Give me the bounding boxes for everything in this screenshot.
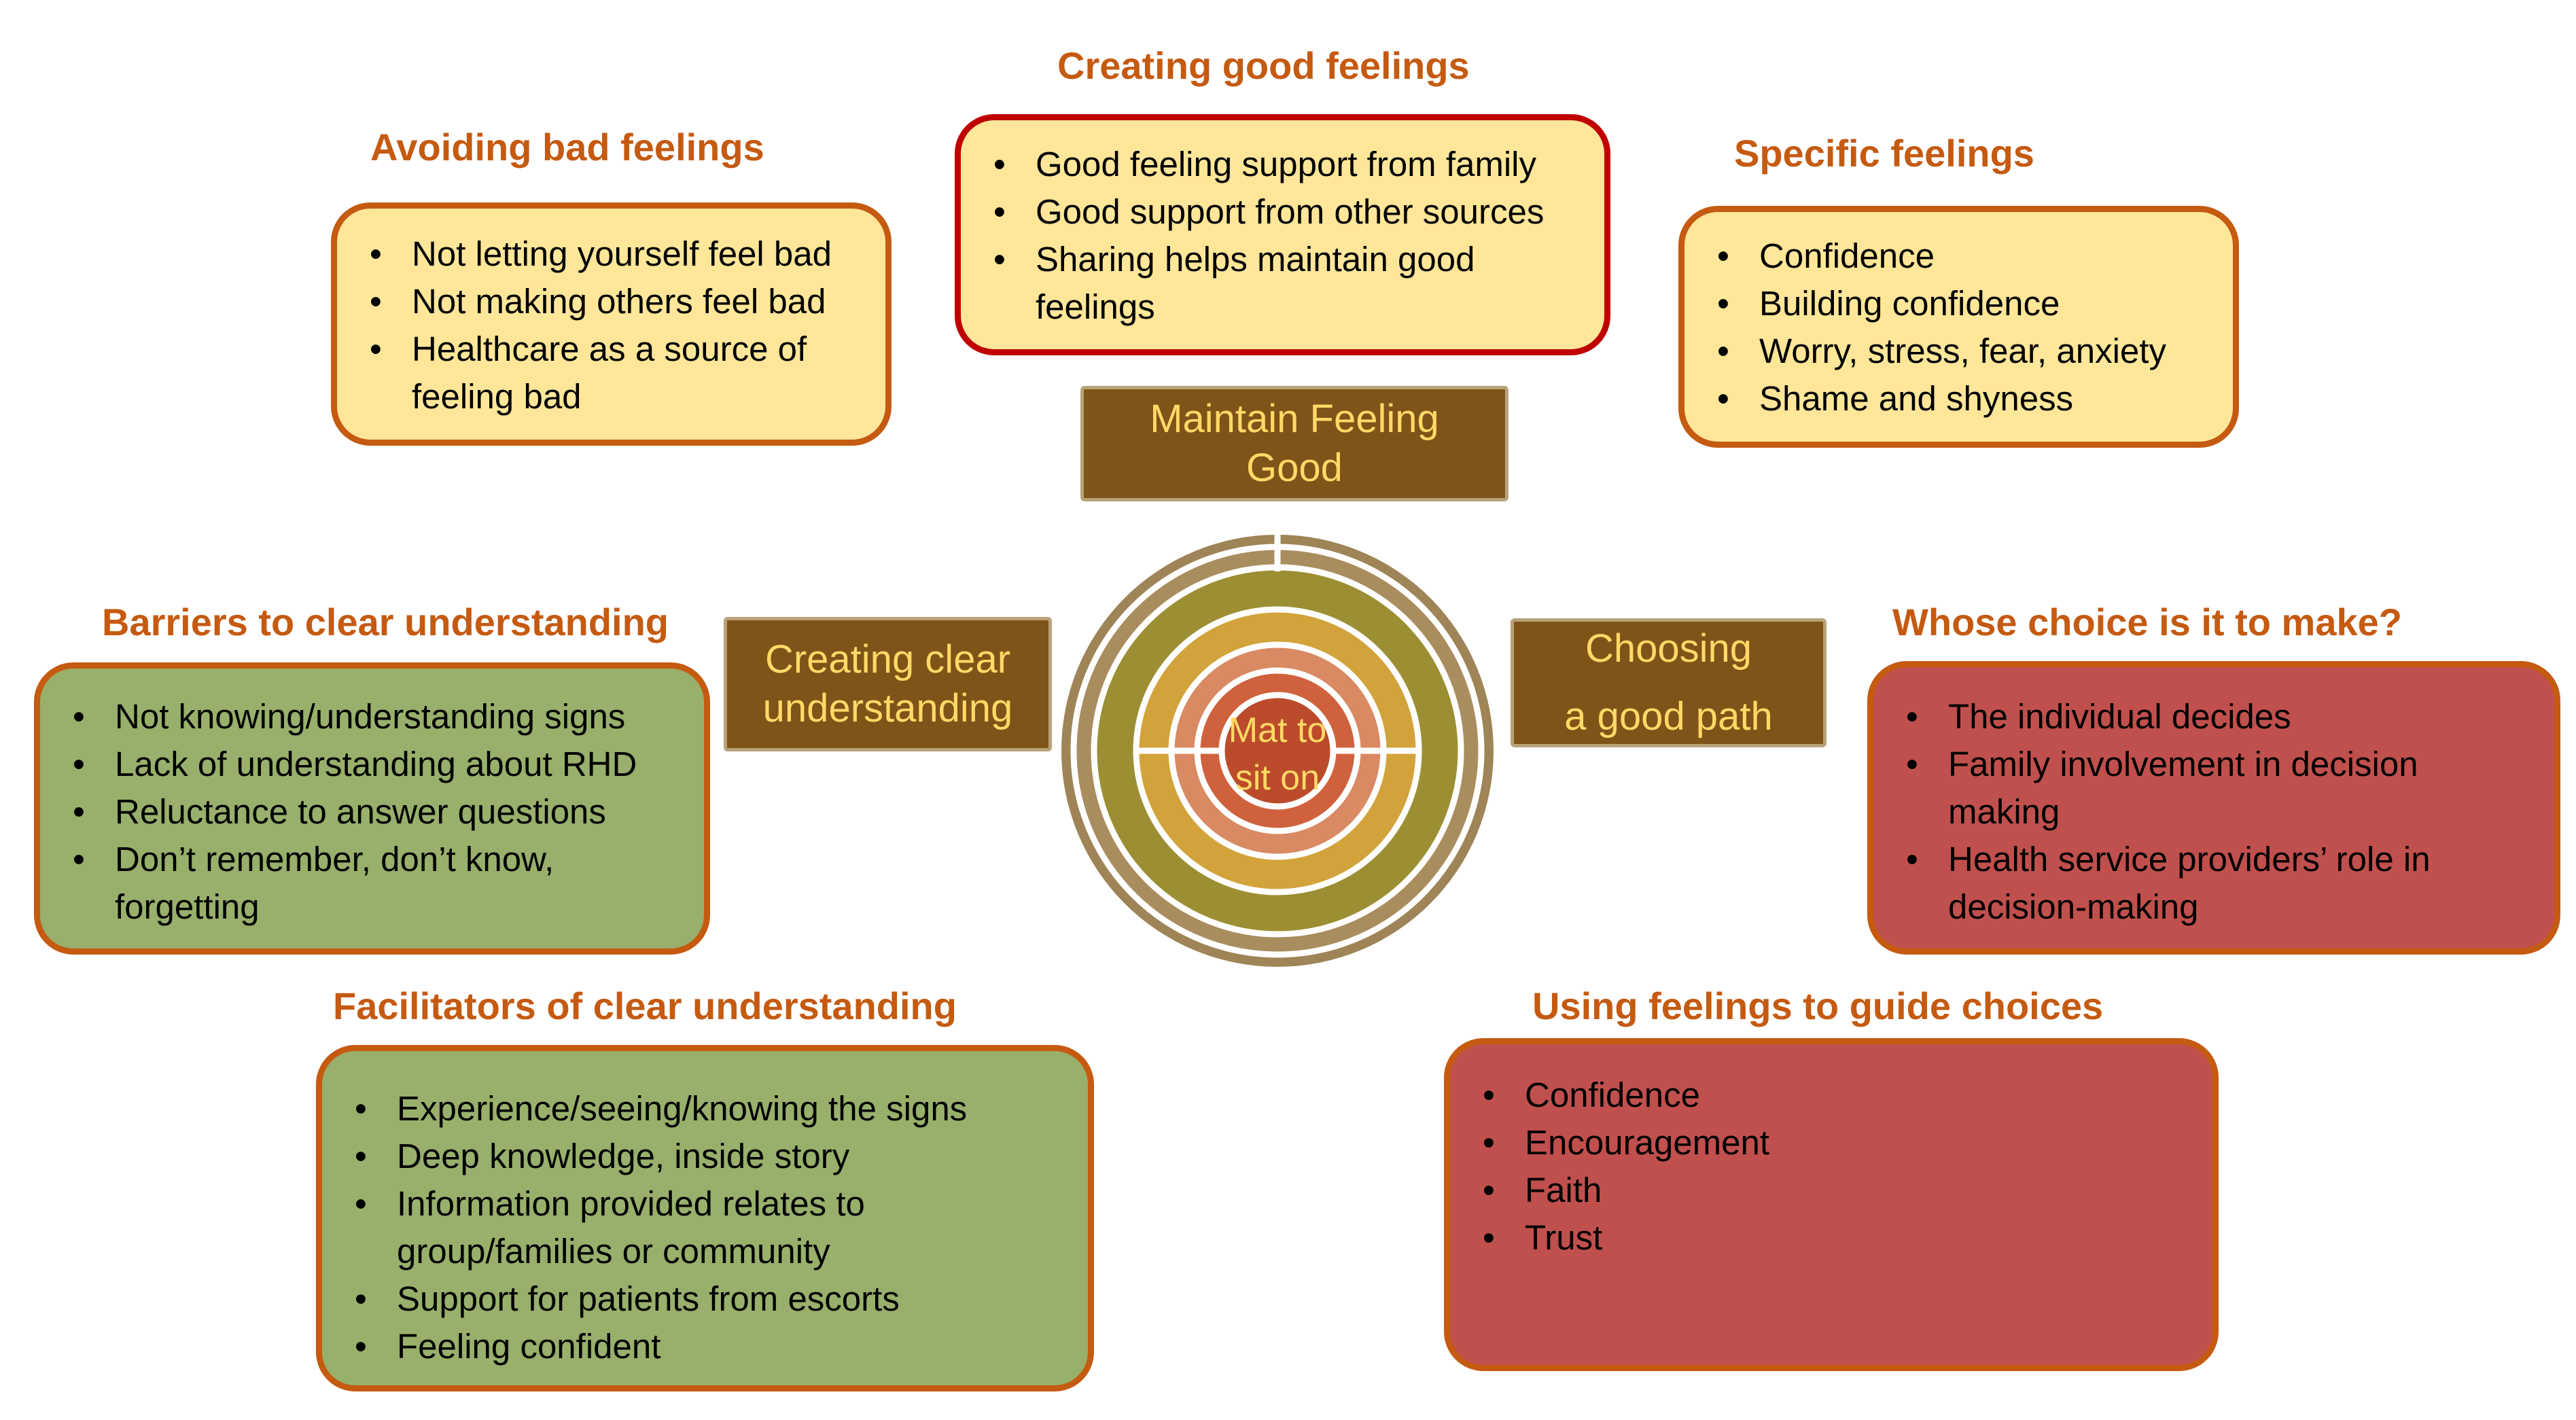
list-item: Deep knowledge, inside story [349,1133,1063,1180]
box-whose-choice: The individual decides Family involvemen… [1867,661,2560,955]
list-item: Shame and shyness [1712,375,2208,423]
list-facilitators: Experience/seeing/knowing the signs Deep… [349,1085,1063,1370]
box-creating-good-feelings: Good feeling support from family Good su… [955,114,1610,355]
list-item: Feeling confident [349,1323,1063,1370]
label-line: a good path [1564,694,1773,739]
heading-creating-good-feelings: Creating good feelings [1057,44,1470,87]
label-line: Good [1246,446,1343,490]
mat-core [1223,696,1332,805]
list-item: The individual decides [1901,693,2530,741]
list-item: Reluctance to answer questions [67,788,680,836]
list-item: Good feeling support from family [988,141,1580,188]
list-creating: Good feeling support from family Good su… [988,141,1580,331]
list-item: Family involvement in decision making [1901,741,2530,836]
list-item: Sharing helps maintain good feelings [988,236,1580,331]
box-specific-feelings: Confidence Building confidence Worry, st… [1678,206,2239,448]
box-avoiding-bad-feelings: Not letting yourself feel bad Not making… [331,202,892,446]
list-item: Information provided relates to group/fa… [349,1180,1063,1275]
mat-concentric-rings [1061,535,1494,967]
list-item: Not letting yourself feel bad [364,230,861,278]
list-item: Confidence [1477,1071,2188,1119]
list-barriers: Not knowing/understanding signs Lack of … [67,693,680,931]
list-item: Not making others feel bad [364,278,861,325]
list-item: Health service providers’ role in decisi… [1901,836,2530,931]
mat-text: Mat to sit on [1210,707,1345,802]
ring-dividers [1136,535,1419,754]
list-item: Trust [1477,1214,2188,1262]
heading-specific-feelings: Specific feelings [1734,132,2034,175]
list-item: Lack of understanding about RHD [67,741,680,788]
list-item: Not knowing/understanding signs [67,693,680,741]
heading-using-feelings: Using feelings to guide choices [1532,984,2104,1027]
list-whose: The individual decides Family involvemen… [1901,693,2530,931]
list-using: Confidence Encouragement Faith Trust [1477,1071,2188,1262]
list-item: Experience/seeing/knowing the signs [349,1085,1063,1133]
list-item: Don’t remember, don’t know, forgetting [67,836,680,931]
label-maintain-feeling-good: Maintain Feeling Good [1080,386,1508,501]
list-item: Faith [1477,1167,2188,1214]
list-avoiding: Not letting yourself feel bad Not making… [364,230,861,421]
list-specific: Confidence Building confidence Worry, st… [1712,232,2208,423]
mat-text-line: sit on [1235,758,1320,798]
box-facilitators: Experience/seeing/knowing the signs Deep… [316,1045,1094,1391]
heading-barriers: Barriers to clear understanding [102,601,669,643]
list-item: Encouragement [1477,1119,2188,1167]
label-line: Choosing [1585,626,1752,671]
list-item: Support for patients from escorts [349,1275,1063,1323]
label-choosing-a-good-path: Choosing a good path [1511,618,1827,747]
label-line: Creating clear [764,637,1011,681]
heading-facilitators: Facilitators of clear understanding [333,984,957,1027]
label-creating-clear-understanding: Creating clear understanding [724,617,1052,751]
mat-text-line: Mat to [1228,711,1327,750]
box-using-feelings: Confidence Encouragement Faith Trust [1444,1038,2219,1371]
list-item: Healthcare as a source of feeling bad [364,325,861,421]
heading-whose-choice: Whose choice is it to make? [1892,601,2402,643]
list-item: Confidence [1712,232,2208,280]
list-item: Worry, stress, fear, anxiety [1712,327,2208,375]
list-item: Building confidence [1712,280,2208,327]
list-item: Good support from other sources [988,188,1580,236]
box-barriers: Not knowing/understanding signs Lack of … [34,662,710,955]
heading-avoiding-bad-feelings: Avoiding bad feelings [370,126,764,168]
label-line: understanding [762,686,1013,730]
label-line: Maintain Feeling [1150,397,1439,441]
